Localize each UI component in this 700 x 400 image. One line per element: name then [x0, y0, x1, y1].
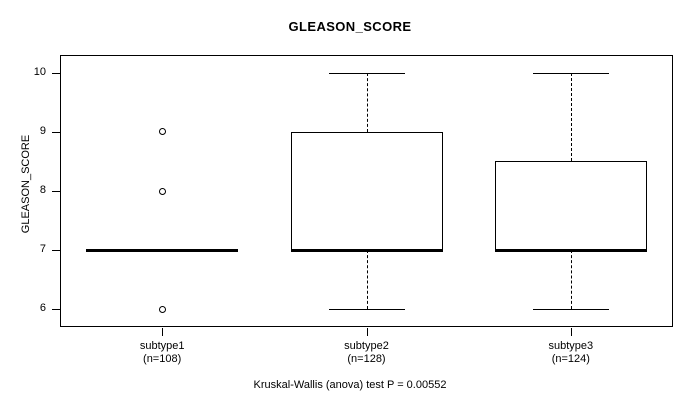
category-name: subtype2: [344, 340, 389, 352]
y-axis-tick-label: 6: [39, 302, 46, 315]
median-line-subtype1: [86, 248, 239, 252]
box-subtype3: [494, 161, 647, 251]
y-axis-tick: [52, 191, 60, 192]
whisker-cap-lower: [532, 309, 609, 311]
chart-annotation: Kruskal-Wallis (anova) test P = 0.00552: [253, 379, 447, 391]
category-count: (n=124): [551, 353, 590, 365]
y-axis-tick: [52, 309, 60, 311]
outlier-point: [158, 128, 166, 136]
x-axis-tick: [570, 328, 572, 336]
y-axis-tick: [52, 250, 60, 252]
x-axis-tick: [366, 328, 368, 336]
whisker-upper: [570, 72, 572, 162]
outlier-point: [158, 305, 166, 313]
y-axis-tick-label: 9: [39, 124, 46, 137]
x-axis-tick-label-subtype2: subtype2(n=128): [277, 340, 457, 366]
y-axis-tick-label: 10: [33, 65, 46, 78]
category-count: (n=108): [143, 353, 182, 365]
whisker-cap-upper: [532, 72, 609, 74]
whisker-cap-upper: [328, 72, 405, 74]
x-axis-tick-label-subtype3: subtype3(n=124): [481, 340, 661, 366]
category-count: (n=128): [347, 353, 386, 365]
y-axis-tick-label: 7: [39, 243, 46, 256]
y-axis-tick-label: 8: [39, 184, 46, 196]
x-axis-tick: [162, 328, 164, 336]
category-name: subtype1: [139, 340, 185, 352]
whisker-lower: [570, 250, 572, 310]
whisker-upper: [366, 72, 368, 132]
category-name: subtype3: [548, 340, 594, 352]
median-line-subtype3: [494, 248, 647, 252]
chart-title: GLEASON_SCORE: [288, 19, 412, 34]
x-axis-tick-label-subtype1: subtype1(n=108): [72, 340, 252, 366]
whisker-lower: [366, 250, 368, 310]
y-axis-tick: [52, 72, 60, 74]
whisker-cap-lower: [328, 309, 405, 311]
median-line-subtype2: [290, 248, 443, 252]
y-axis-tick: [52, 131, 60, 133]
plot-frame: [60, 55, 673, 327]
box-subtype2: [290, 131, 443, 251]
outlier-point: [158, 187, 166, 195]
